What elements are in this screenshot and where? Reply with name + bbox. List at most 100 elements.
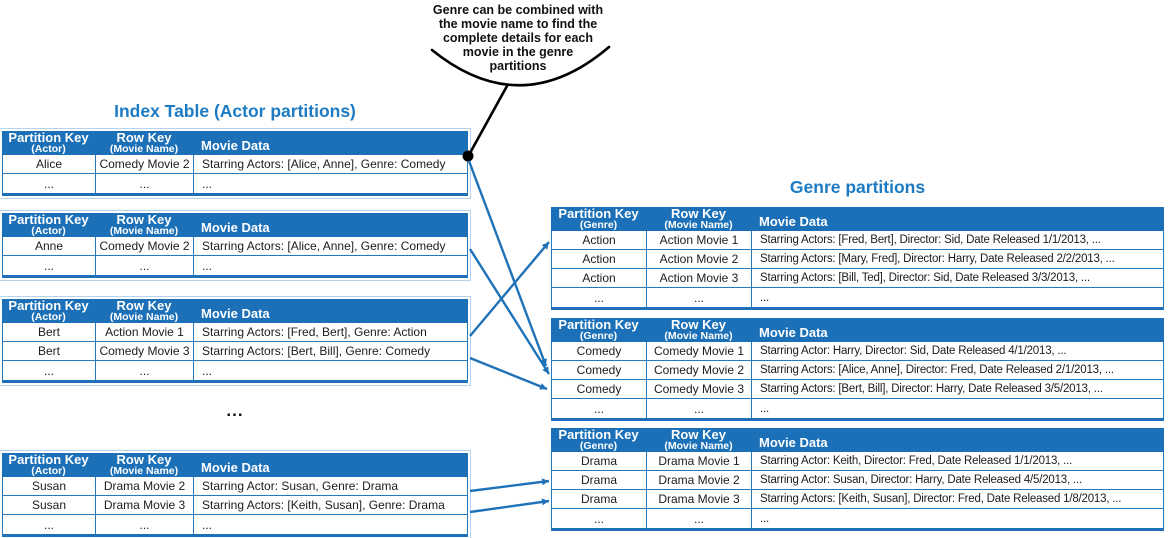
header-sub-label: (Genre)	[579, 330, 618, 342]
table-cell: Starring Actor: Harry, Director: Sid, Da…	[760, 345, 1067, 357]
header-sub-label: (Genre)	[579, 219, 618, 231]
table-cell: ...	[96, 256, 194, 275]
table-row: .........	[552, 288, 1163, 307]
table-cell: Action	[552, 231, 647, 249]
table-cell: ...	[96, 515, 194, 534]
header-main-label: Movie Data	[201, 306, 270, 321]
table-cell: ...	[3, 361, 96, 380]
header-sub-label: (Movie Name)	[664, 219, 733, 231]
table-cell: Comedy Movie 2	[96, 155, 194, 173]
table-header-cell: Movie Data	[193, 453, 468, 477]
genre-table-comedy: Partition Key(Genre)Row Key(Movie Name)M…	[551, 318, 1164, 421]
table-header-cell: Row Key(Movie Name)	[646, 318, 751, 342]
table-cell: ...	[552, 288, 647, 307]
table-cell: Drama Movie 1	[647, 452, 752, 470]
table-cell: ...	[96, 361, 194, 380]
table-header-cell: Partition Key(Actor)	[2, 131, 95, 155]
table-row: .........	[552, 399, 1163, 418]
header-main-label: Movie Data	[759, 214, 828, 229]
table-header-cell: Row Key(Movie Name)	[95, 213, 193, 237]
header-sub-label: (Actor)	[31, 311, 66, 323]
table-cell: Alice	[3, 155, 96, 173]
table-cell: ...	[202, 363, 213, 378]
table-cell: ...	[760, 512, 769, 525]
table-cell: Drama Movie 3	[647, 490, 752, 508]
table-header-cell: Movie Data	[751, 207, 1164, 231]
table-cell: Susan	[3, 477, 96, 495]
table-cell: Comedy Movie 2	[647, 361, 752, 379]
header-sub-label: (Movie Name)	[109, 311, 179, 323]
table-cell: Comedy Movie 2	[96, 237, 194, 255]
table-cell: ...	[202, 258, 213, 273]
table-cell: Action Movie 3	[647, 269, 752, 287]
table-cell: ...	[96, 174, 194, 193]
table-header-cell: Row Key(Movie Name)	[646, 428, 751, 452]
header-main-label: Movie Data	[201, 138, 270, 153]
table-header-cell: Partition Key(Genre)	[551, 207, 646, 231]
arrow-anne-comedy2-to-comedy-partition	[468, 248, 551, 375]
table-cell: Comedy Movie 3	[647, 380, 752, 398]
header-sub-label: (Movie Name)	[109, 143, 179, 155]
table-cell: Action Movie 1	[96, 323, 194, 341]
table-cell: ...	[202, 176, 213, 191]
header-main-label: Partition Key	[8, 298, 89, 313]
table-header-cell: Row Key(Movie Name)	[646, 207, 751, 231]
header-main-label: Row Key	[671, 206, 726, 221]
table-header-cell: Partition Key(Genre)	[551, 318, 646, 342]
table-row: .........	[3, 515, 467, 534]
header-sub-label: (Movie Name)	[109, 465, 179, 477]
table-cell: Drama	[552, 490, 647, 508]
table-header-cell: Movie Data	[193, 213, 468, 237]
table-cell: Susan	[3, 496, 96, 514]
table-cell: Action	[552, 250, 647, 268]
table-cell: Drama Movie 3	[96, 496, 194, 514]
header-main-label: Partition Key	[558, 427, 639, 442]
table-row: .........	[3, 361, 467, 380]
arrow-susan-drama3-to-drama-partition	[469, 498, 550, 514]
table-header-cell: Partition Key(Actor)	[2, 213, 95, 237]
genre-table-drama: Partition Key(Genre)Row Key(Movie Name)M…	[551, 428, 1164, 531]
index-table-alice: Partition Key(Actor)Row Key(Movie Name)M…	[0, 128, 471, 199]
header-sub-label: (Actor)	[31, 143, 66, 155]
index-table-bert: Partition Key(Actor)Row Key(Movie Name)M…	[0, 296, 471, 386]
header-main-label: Row Key	[116, 212, 172, 227]
table-cell: ...	[647, 399, 752, 418]
table-row: .........	[552, 509, 1163, 528]
header-sub-label: (Actor)	[31, 225, 66, 237]
table-cell: Action	[552, 269, 647, 287]
header-main-label: Row Key	[671, 317, 726, 332]
table-cell: Comedy Movie 3	[96, 342, 194, 360]
table-header-row: Partition Key(Actor)Row Key(Movie Name)M…	[2, 453, 468, 477]
table-header-cell: Row Key(Movie Name)	[95, 453, 193, 477]
table-header-row: Partition Key(Genre)Row Key(Movie Name)M…	[551, 207, 1164, 231]
table-cell: ...	[3, 515, 96, 534]
right-section-title: Genre partitions	[789, 177, 926, 197]
header-main-label: Partition Key	[558, 317, 639, 332]
table-cell: Starring Actor: Susan, Director: Harry, …	[760, 474, 1082, 486]
arrow-alice-comedy2-to-comedy-partition	[467, 160, 548, 367]
table-row: .........	[3, 174, 467, 193]
table-row: .........	[3, 256, 467, 275]
table-cell: Bert	[3, 342, 96, 360]
table-cell: Action Movie 2	[647, 250, 752, 268]
header-main-label: Movie Data	[201, 460, 270, 475]
table-header-cell: Partition Key(Actor)	[2, 299, 95, 323]
table-cell: Drama	[552, 471, 647, 489]
table-cell: Starring Actors: [Bill, Ted], Director: …	[760, 272, 1090, 284]
table-cell: Anne	[3, 237, 96, 255]
